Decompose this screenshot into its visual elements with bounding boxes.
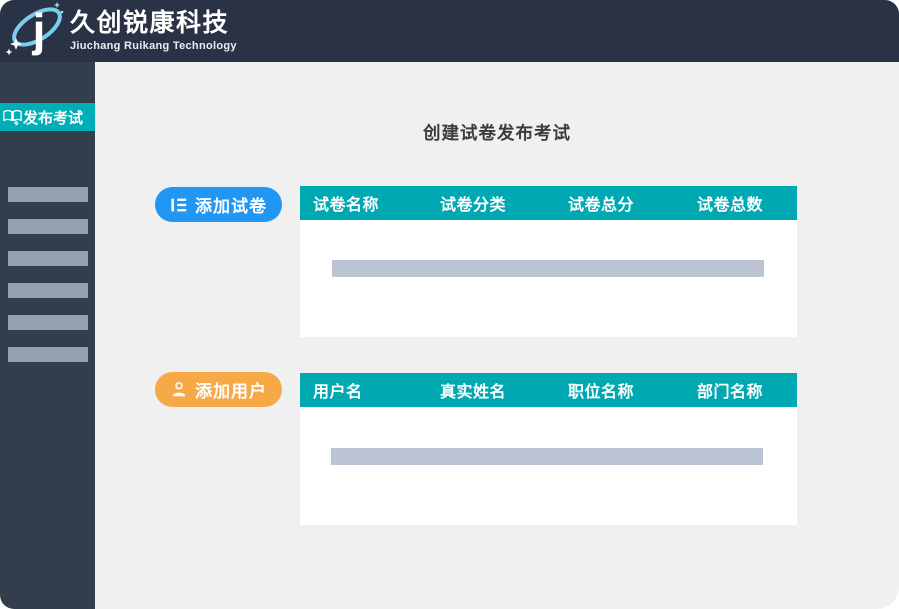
user-table-header: 用户名 真实姓名 职位名称 部门名称: [300, 373, 797, 407]
sidebar-item-placeholder[interactable]: [8, 315, 88, 330]
sidebar-item-placeholder[interactable]: [8, 283, 88, 298]
column-header-paper-total-count: 试卷总数: [697, 197, 764, 214]
sidebar-item-publish-exam[interactable]: 发布考试: [0, 103, 95, 131]
column-header-paper-category: 试卷分类: [440, 197, 507, 214]
column-header-username: 用户名: [313, 384, 363, 401]
exam-paper-table: 试卷名称 试卷分类 试卷总分 试卷总数: [300, 186, 797, 337]
company-subtitle: Jiuchang Ruikang Technology: [70, 39, 237, 52]
add-exam-paper-label: 添加试卷: [195, 197, 267, 216]
sidebar-item-label: 发布考试: [23, 109, 84, 127]
user-table-body: [300, 407, 797, 525]
table-row[interactable]: [332, 260, 764, 277]
add-user-button[interactable]: 添加用户: [155, 372, 282, 407]
column-header-department-name: 部门名称: [697, 384, 764, 401]
page-title: 创建试卷发布考试: [423, 123, 571, 143]
column-header-paper-name: 试卷名称: [313, 197, 380, 214]
add-user-label: 添加用户: [195, 382, 267, 401]
orbit-j-logo-icon: j: [5, 1, 66, 61]
add-exam-paper-button[interactable]: 添加试卷: [155, 187, 282, 222]
open-book-icon: [2, 107, 23, 127]
main-content: 创建试卷发布考试 添加试卷 试卷名称 试卷分类 试卷总分 试卷总数: [95, 62, 899, 609]
sidebar-item-placeholder[interactable]: [8, 219, 88, 234]
column-header-position-name: 职位名称: [568, 384, 635, 401]
column-header-paper-total-score: 试卷总分: [568, 197, 635, 214]
company-name: 久创锐康科技: [70, 9, 230, 38]
exam-paper-table-body: [300, 220, 797, 337]
sidebar-item-placeholder[interactable]: [8, 187, 88, 202]
exam-paper-table-header: 试卷名称 试卷分类 试卷总分 试卷总数: [300, 186, 797, 220]
table-row[interactable]: [331, 448, 763, 465]
sidebar-placeholder-list: [8, 187, 88, 362]
brand-block: 久创锐康科技 Jiuchang Ruikang Technology: [70, 10, 237, 52]
sidebar: 发布考试: [0, 62, 95, 609]
sidebar-item-placeholder[interactable]: [8, 347, 88, 362]
sidebar-item-placeholder[interactable]: [8, 251, 88, 266]
list-icon: [170, 196, 188, 214]
column-header-real-name: 真实姓名: [440, 384, 507, 401]
user-icon: [170, 381, 188, 399]
user-table: 用户名 真实姓名 职位名称 部门名称: [300, 373, 797, 525]
svg-text:j: j: [32, 4, 46, 56]
top-header-bar: j 久创锐康科技 Jiuchang Ruikang Technology: [0, 0, 899, 62]
